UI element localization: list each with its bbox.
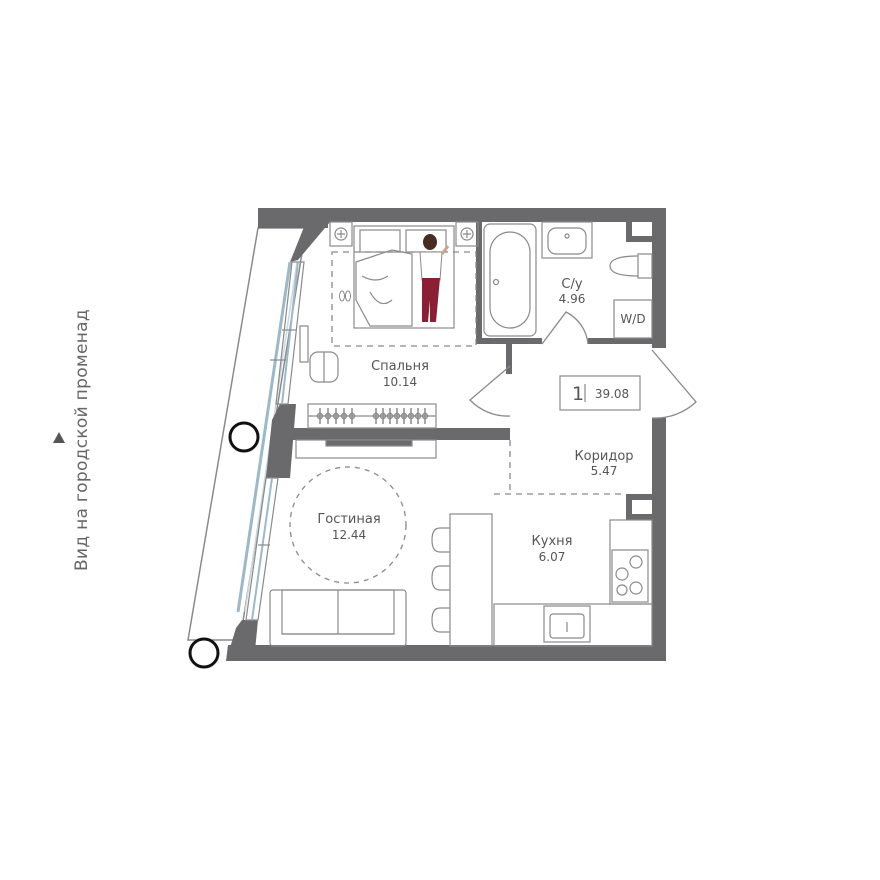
living-rug [289, 466, 407, 584]
bathroom-name: С/у [561, 277, 582, 292]
hanger-hook-icon [393, 412, 401, 420]
desk-chair [299, 325, 339, 383]
nightstand-left [329, 221, 353, 247]
washer-dryer: W/D [613, 299, 653, 339]
toilet [609, 253, 653, 279]
hanger-hook-icon [372, 412, 380, 420]
hangers [316, 408, 429, 424]
kitchen-counter [493, 519, 653, 647]
window-frames [245, 261, 305, 621]
interior-walls [292, 222, 654, 520]
kitchen-sink [543, 605, 591, 643]
hanger-hook-icon [400, 412, 408, 420]
bedroom-area: 10.14 [383, 375, 417, 389]
hanger-hook-icon [386, 412, 394, 420]
sofa [269, 589, 407, 647]
hanger-hook-icon [421, 412, 429, 420]
kitchen-name: Кухня [532, 534, 573, 549]
balcony-column-bottom [188, 637, 220, 669]
hanger-hook-icon [324, 412, 332, 420]
bar-stools [431, 527, 450, 633]
rooms-count: 1 [572, 383, 584, 405]
view-arrow-icon [53, 432, 65, 443]
kitchen-area: 6.07 [539, 550, 566, 564]
bar-counter [449, 513, 493, 647]
bathtub [483, 223, 537, 337]
sleeping-person-icon [419, 234, 450, 322]
exterior-walls [226, 208, 666, 661]
total-area: 39.08 [595, 387, 629, 401]
bedroom-name: Спальня [371, 359, 429, 374]
tv-stand [295, 439, 437, 459]
slippers-icon [339, 290, 351, 302]
hanger-hook-icon [414, 412, 422, 420]
corridor-area: 5.47 [591, 464, 618, 478]
hanger-hook-icon [379, 412, 387, 420]
washer-dryer-label: W/D [620, 312, 645, 326]
bathroom-area: 4.96 [559, 292, 586, 306]
hanger-hook-icon [340, 412, 348, 420]
hanger-hook-icon [316, 412, 324, 420]
wardrobe [307, 403, 437, 429]
stove [611, 549, 649, 603]
corridor-name: Коридор [574, 449, 633, 464]
hanger-hook-icon [348, 412, 356, 420]
doors [469, 311, 697, 419]
hanger-hook-icon [407, 412, 415, 420]
balcony-column-top [228, 421, 260, 453]
bathroom-sink [541, 221, 593, 259]
apartment-summary: 1 39.08 [559, 375, 641, 411]
living-area: 12.44 [332, 528, 366, 542]
hanger-hook-icon [332, 412, 340, 420]
nightstand-right [455, 221, 479, 247]
living-name: Гостиная [317, 512, 380, 527]
